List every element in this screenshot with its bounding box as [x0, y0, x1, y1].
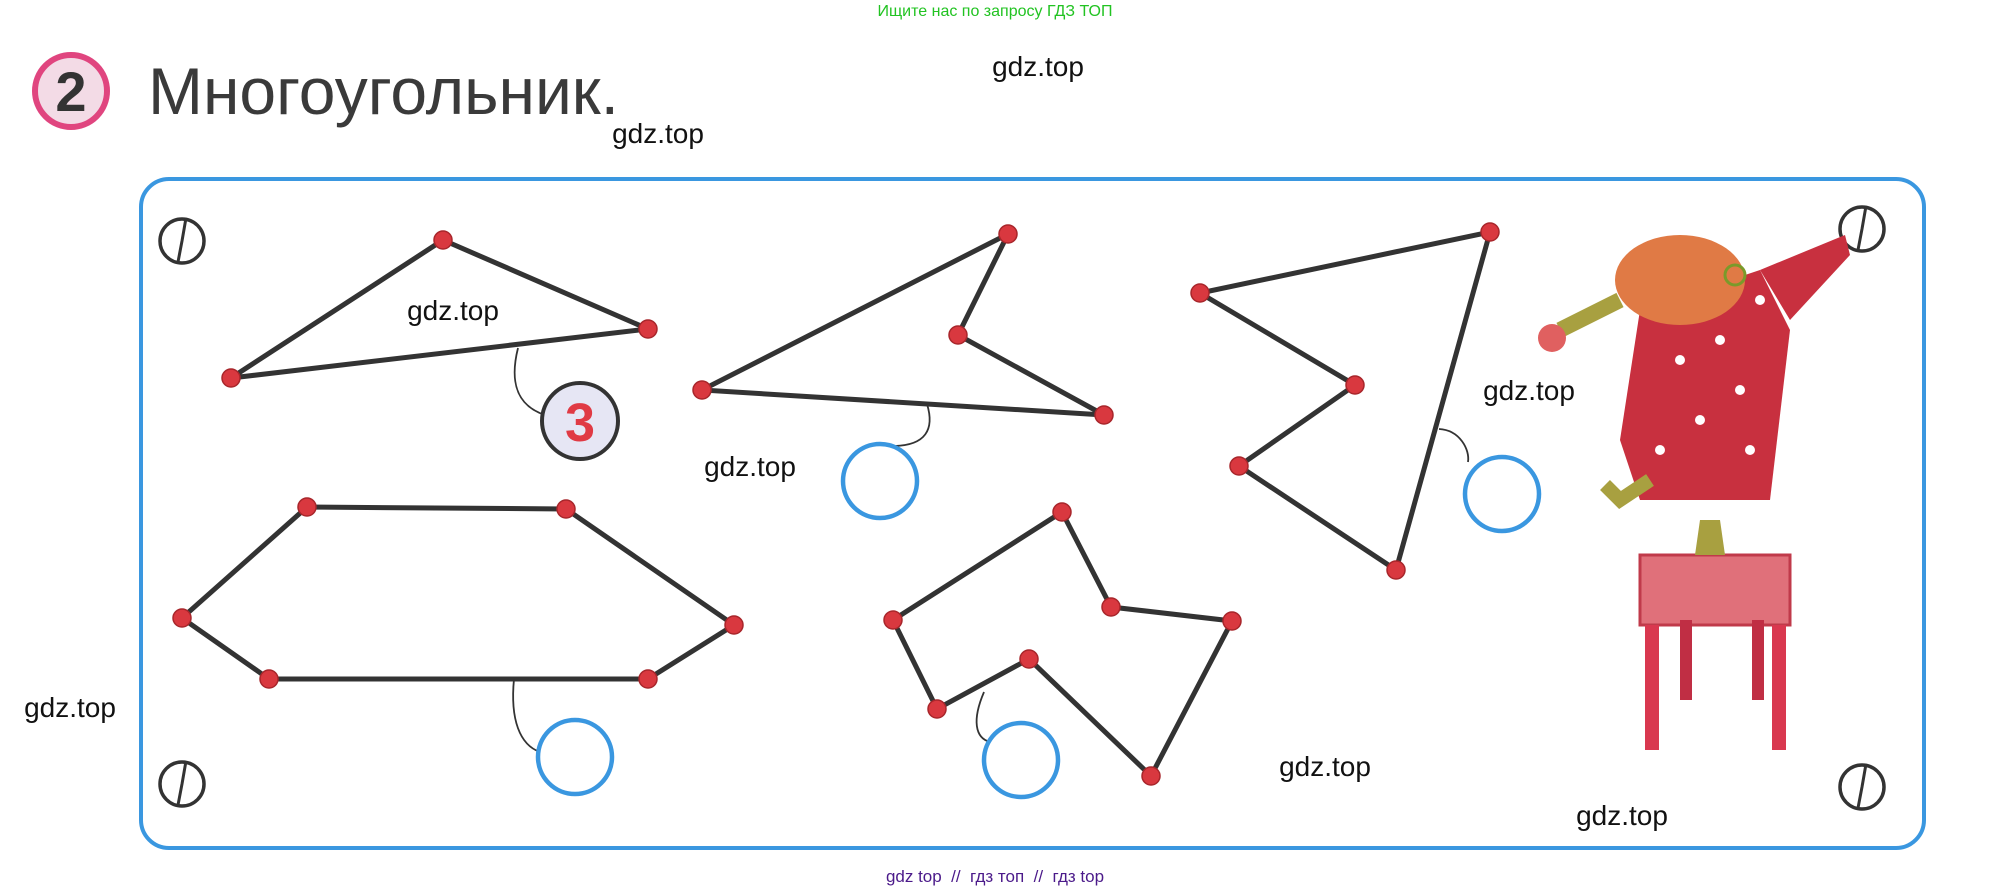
gnome-on-stool-illustration — [1538, 235, 1850, 750]
exercise-frame — [139, 177, 1926, 850]
watermark: gdz.top — [1279, 751, 1371, 782]
clock-icon — [158, 760, 206, 808]
watermark: gdz.top — [612, 118, 704, 149]
polygon-heptagon — [883, 502, 1242, 800]
answer-circle-triangle[interactable]: 3 — [540, 381, 620, 461]
answer-circle-hexagon[interactable] — [535, 717, 615, 797]
clock-icon — [1838, 763, 1886, 811]
polygon-hexagon — [172, 497, 744, 797]
answer-circle-pentagon[interactable] — [1462, 454, 1542, 534]
watermark: gdz.top — [1483, 375, 1575, 406]
answer-circle-heptagon[interactable] — [981, 720, 1061, 800]
watermark: gdz.top — [24, 692, 116, 723]
watermark: gdz.top — [992, 51, 1084, 82]
polygon-triangle: 3 — [221, 230, 658, 461]
watermark: gdz.top — [704, 451, 796, 482]
task-number: 2 — [55, 60, 86, 123]
polygon-pentagon — [1190, 222, 1542, 580]
clock-icon — [1838, 205, 1886, 253]
svg-text:3: 3 — [565, 393, 595, 453]
watermark: gdz.top — [1576, 800, 1668, 831]
task-title: Многоугольник. — [148, 54, 619, 128]
watermark: gdz.top — [407, 295, 499, 326]
header-notice: Ищите нас по запросу ГДЗ ТОП — [878, 3, 1113, 20]
task-number-badge: 2 — [32, 52, 110, 130]
clock-icon — [158, 217, 206, 265]
polygon-quadrilateral — [692, 224, 1114, 521]
answer-circle-quadrilateral[interactable] — [840, 441, 920, 521]
footer-watermark: gdz top // гдз топ // гдз top — [886, 867, 1104, 886]
